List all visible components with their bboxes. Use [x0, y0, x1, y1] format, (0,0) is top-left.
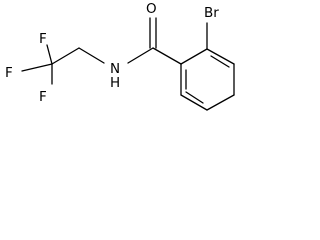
- methylene-to-cf3-bond: [51, 47, 80, 65]
- nitrogen-label: N: [110, 61, 120, 77]
- nitrogen-hydrogen-label: N H: [110, 61, 124, 91]
- fluorine-top-bond: [46, 44, 53, 65]
- fluorine-top-label: F: [39, 31, 47, 47]
- fluorine-left-label: F: [5, 65, 13, 81]
- fluorine-left-bond: [21, 63, 53, 72]
- molecule-structure: O Br N H F F F: [5, 1, 235, 111]
- carbonyl-to-nitrogen-bond: [127, 47, 154, 64]
- oxygen-label: O: [146, 1, 157, 17]
- ring-bond-1: [180, 48, 208, 65]
- ring-to-carbonyl-bond: [152, 47, 182, 65]
- ring-bond-4: [206, 94, 235, 111]
- bromine-label: Br: [204, 5, 219, 21]
- hydrogen-label: H: [110, 75, 120, 91]
- ring-bond-2: [206, 48, 235, 65]
- ring-double-bond-bottom: [185, 91, 204, 104]
- fluorine-bottom-label: F: [39, 89, 47, 105]
- nitrogen-to-methylene-bond: [78, 47, 105, 64]
- ring-bond-5: [180, 94, 208, 111]
- ring-double-bond-top: [210, 55, 230, 68]
